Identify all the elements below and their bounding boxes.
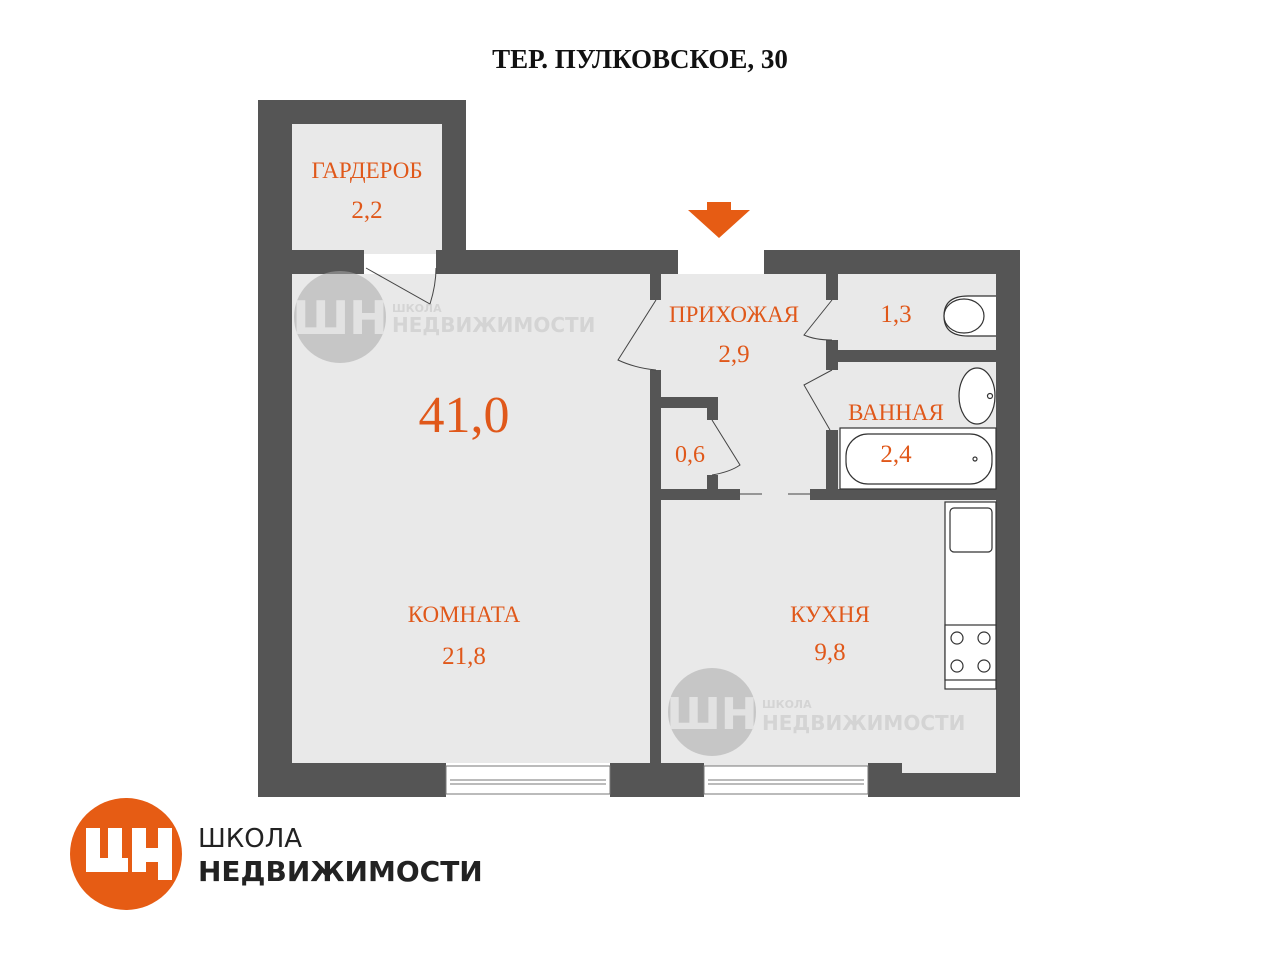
- svg-text:ШКОЛА: ШКОЛА: [392, 302, 442, 315]
- entrance-door: [678, 254, 764, 274]
- hallway-name: ПРИХОЖАЯ: [669, 302, 799, 327]
- svg-text:НЕДВИЖИМОСТИ: НЕДВИЖИМОСТИ: [392, 313, 595, 337]
- kitchen-area: 9,8: [814, 639, 845, 666]
- bathroom-name: ВАННАЯ: [848, 400, 944, 425]
- company-logo-icon: [70, 798, 182, 910]
- toilet-icon: [943, 295, 996, 337]
- watermark-logo: ШН ШКОЛА НЕДВИЖИМОСТИ ШН ШКОЛА НЕДВИЖИМО…: [292, 271, 965, 756]
- total-area: 41,0: [419, 387, 510, 444]
- entrance-arrow-icon: [688, 202, 750, 238]
- door-swings: [365, 267, 833, 495]
- room-area: 21,8: [442, 643, 486, 670]
- sink-icon: [958, 367, 996, 425]
- bathtub-icon: [839, 427, 997, 490]
- toilet-area: 1,3: [880, 301, 911, 328]
- wardrobe-area: 2,2: [351, 197, 382, 224]
- svg-text:ШН: ШН: [666, 689, 757, 740]
- walls: [258, 100, 1020, 797]
- fixtures: [839, 295, 997, 690]
- kitchen-name: КУХНЯ: [790, 602, 870, 627]
- wardrobe-name: ГАРДЕРОБ: [311, 158, 422, 183]
- logo-line2: НЕДВИЖИМОСТИ: [198, 855, 483, 888]
- windows: [445, 765, 869, 795]
- room-name: КОМНАТА: [408, 602, 521, 627]
- hallway-area: 2,9: [718, 341, 749, 368]
- kitchen-counter-icon: [944, 501, 997, 690]
- closet-area: 0,6: [675, 442, 705, 468]
- svg-text:ШКОЛА: ШКОЛА: [762, 698, 812, 711]
- svg-text:ШН: ШН: [292, 291, 387, 345]
- svg-text:НЕДВИЖИМОСТИ: НЕДВИЖИМОСТИ: [762, 711, 965, 735]
- logo-line1: ШКОЛА: [198, 824, 303, 854]
- bathroom-area: 2,4: [880, 441, 912, 468]
- page-title: ТЕР. ПУЛКОВСКОЕ, 30: [492, 44, 788, 74]
